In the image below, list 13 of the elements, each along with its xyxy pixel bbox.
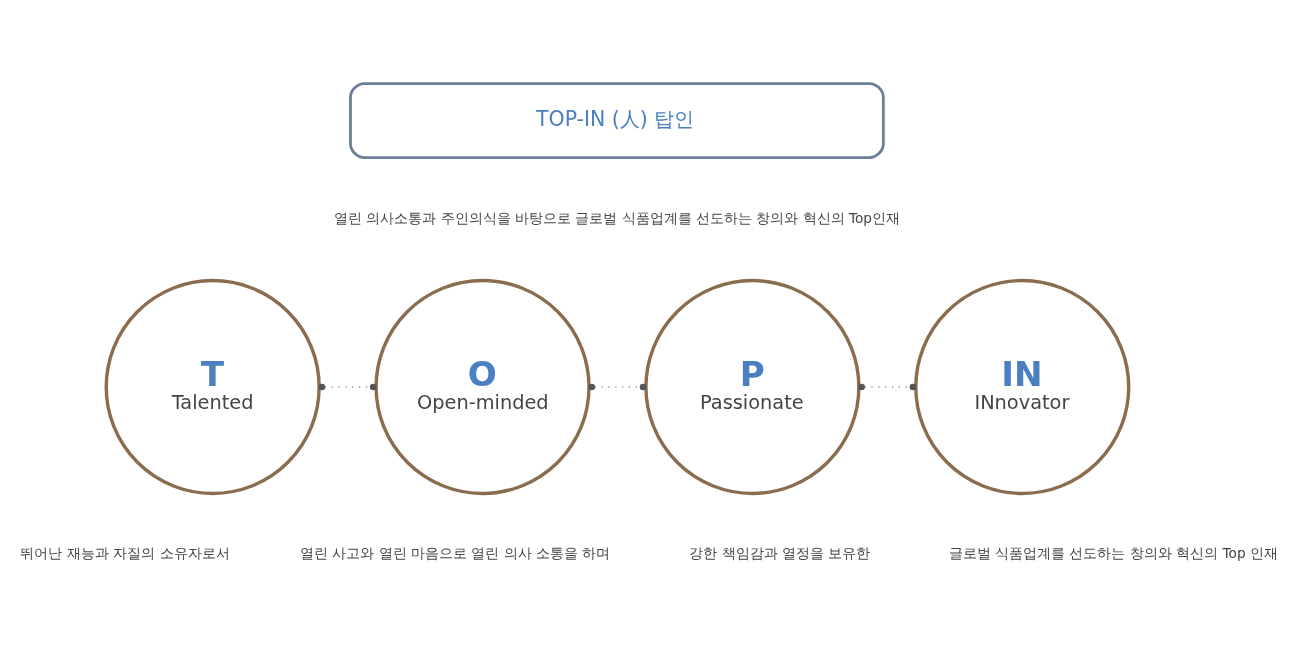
node-box: TOP-IN (人) 탑인	[349, 81, 885, 159]
node-label: 열린 사고와 열린 마음으로 열린 의사 소통을 하며	[300, 544, 611, 561]
connector	[318, 383, 377, 390]
node-circle: O Open-minded	[374, 278, 591, 495]
node-circle: T Talented	[104, 278, 321, 495]
node-label: 뛰어난 재능과 자질의 소유자로서	[20, 544, 230, 561]
label: 열린 의사소통과 주인의식을 바탕으로 글로벌 식품업계를 선도하는 창의와 혁신의 Top인재	[333, 209, 900, 226]
connector	[858, 383, 917, 390]
node-circle: IN INnovator	[914, 278, 1131, 495]
node-circle: P Passionate	[644, 278, 861, 495]
node-label: 강한 책임감과 열정을 보유한	[689, 544, 871, 561]
node-label: 글로벌 식품업계를 선도하는 창의와 혁신의 Top 인재	[948, 544, 1278, 561]
connector	[588, 383, 647, 390]
